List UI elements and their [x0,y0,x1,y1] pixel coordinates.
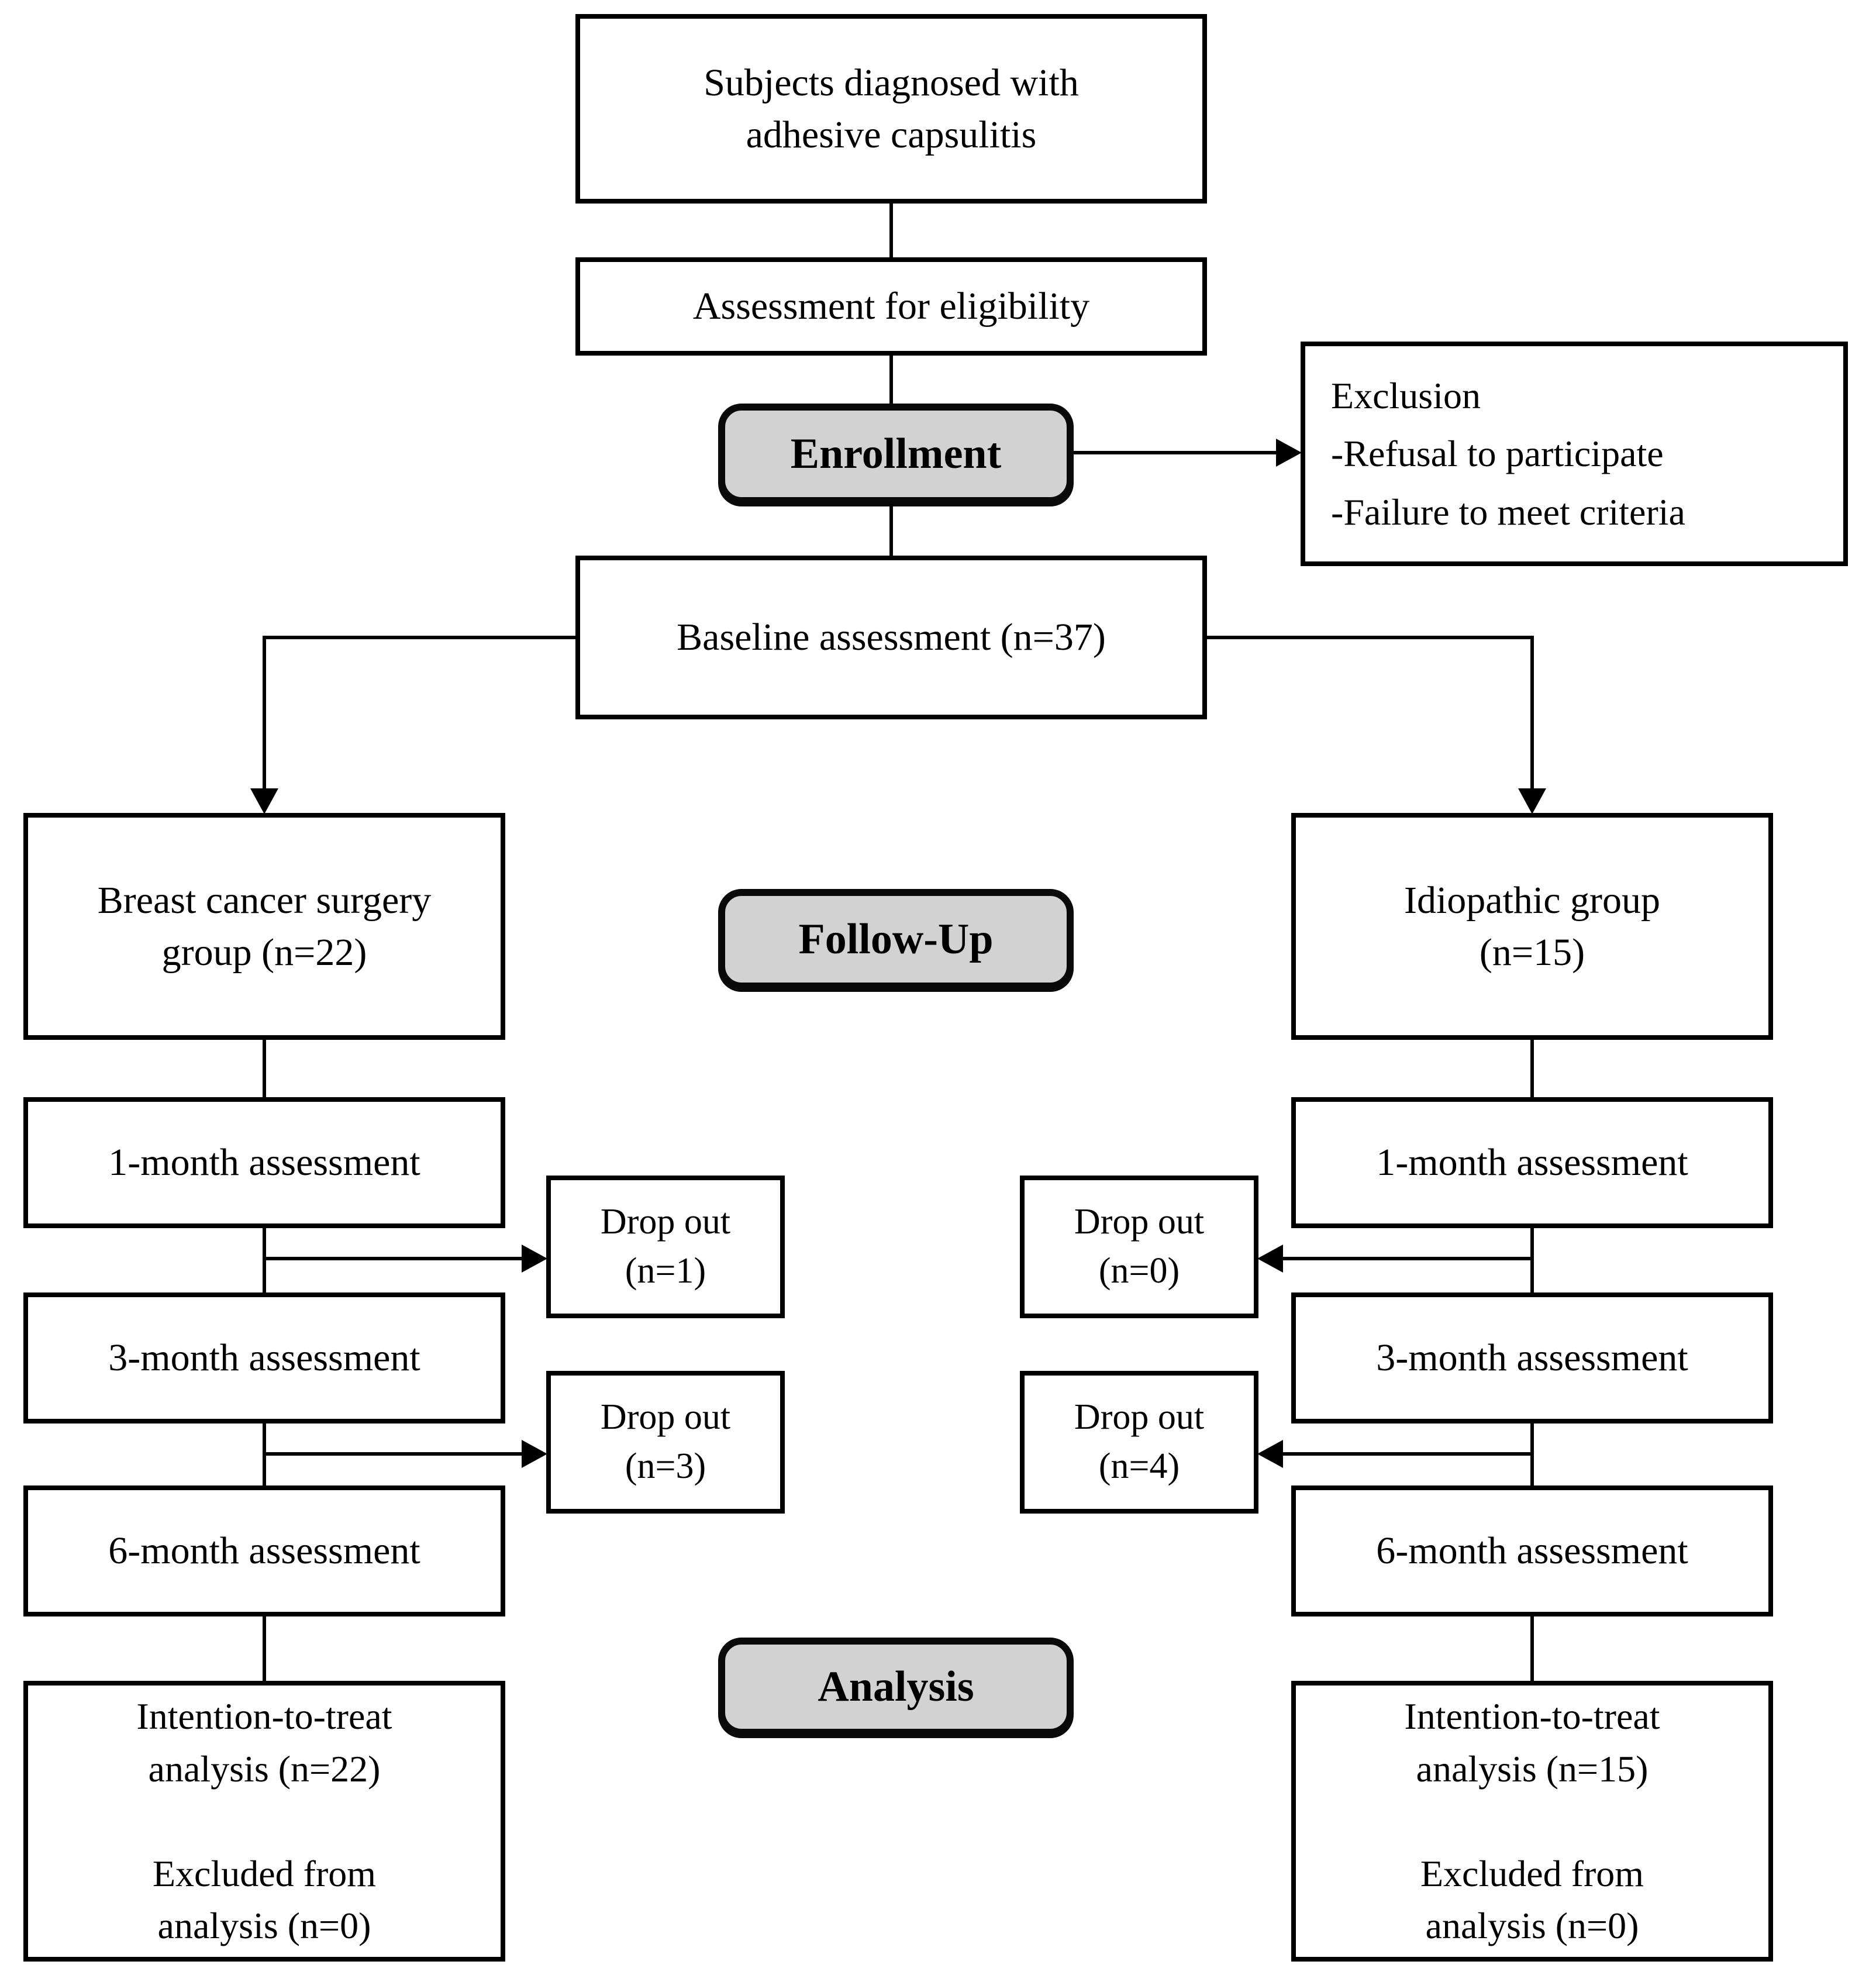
right-3month-assessment-box: 3-month assessment [1291,1292,1773,1423]
connector-rgroup-1month [1530,1040,1534,1097]
connector-enrollment-exclusion [1074,451,1277,454]
analysis-stage-label: Analysis [718,1638,1074,1736]
branch-line-right [1207,636,1532,639]
arrowhead-into-left-group [250,788,278,814]
right-dropout1-branch-line [1282,1257,1532,1260]
right-6month-assessment-box: 6-month assessment [1291,1485,1773,1616]
connector-l6month-analysis [263,1616,266,1681]
left-6month-assessment-box: 6-month assessment [23,1485,505,1616]
right-dropout2-branch-line [1282,1452,1532,1456]
left-dropout1-box: Drop out (n=1) [546,1176,785,1318]
breast-cancer-group-box: Breast cancer surgery group (n=22) [23,813,505,1040]
right-dropout1-box: Drop out (n=0) [1020,1176,1258,1318]
exclusion-box: Exclusion -Refusal to participate -Failu… [1301,342,1848,566]
connector-r1month-3month [1530,1228,1534,1292]
left-3month-assessment-box: 3-month assessment [23,1292,505,1423]
connector-r3month-6month [1530,1423,1534,1485]
connector-subjects-eligibility [889,204,893,257]
branch-line-left [264,636,575,639]
enrollment-stage-label: Enrollment [718,404,1074,504]
branch-drop-left [263,636,266,790]
arrowhead-into-left-dropout1 [522,1245,547,1273]
arrowhead-into-right-group [1518,788,1546,814]
arrowhead-into-right-dropout2 [1257,1440,1283,1468]
branch-drop-right [1530,636,1534,790]
connector-enrollment-baseline [889,504,893,556]
left-dropout2-branch-line [264,1452,523,1456]
left-intention-to-treat-box: Intention-to-treat analysis (n=22) Exclu… [23,1681,505,1962]
connector-l1month-3month [263,1228,266,1292]
arrowhead-into-exclusion [1276,439,1302,467]
left-1month-assessment-box: 1-month assessment [23,1097,505,1228]
right-dropout2-box: Drop out (n=4) [1020,1371,1258,1514]
left-dropout1-branch-line [264,1257,523,1260]
connector-r6month-analysis [1530,1616,1534,1681]
right-1month-assessment-box: 1-month assessment [1291,1097,1773,1228]
idiopathic-group-box: Idiopathic group (n=15) [1291,813,1773,1040]
left-dropout2-box: Drop out (n=3) [546,1371,785,1514]
connector-lgroup-1month [263,1040,266,1097]
baseline-box: Baseline assessment (n=37) [575,556,1207,719]
follow-up-stage-label: Follow-Up [718,889,1074,990]
arrowhead-into-left-dropout2 [522,1440,547,1468]
connector-eligibility-enrollment [889,356,893,404]
subjects-box: Subjects diagnosed with adhesive capsuli… [575,14,1207,204]
right-intention-to-treat-box: Intention-to-treat analysis (n=15) Exclu… [1291,1681,1773,1962]
eligibility-box: Assessment for eligibility [575,257,1207,356]
arrowhead-into-right-dropout1 [1257,1245,1283,1273]
